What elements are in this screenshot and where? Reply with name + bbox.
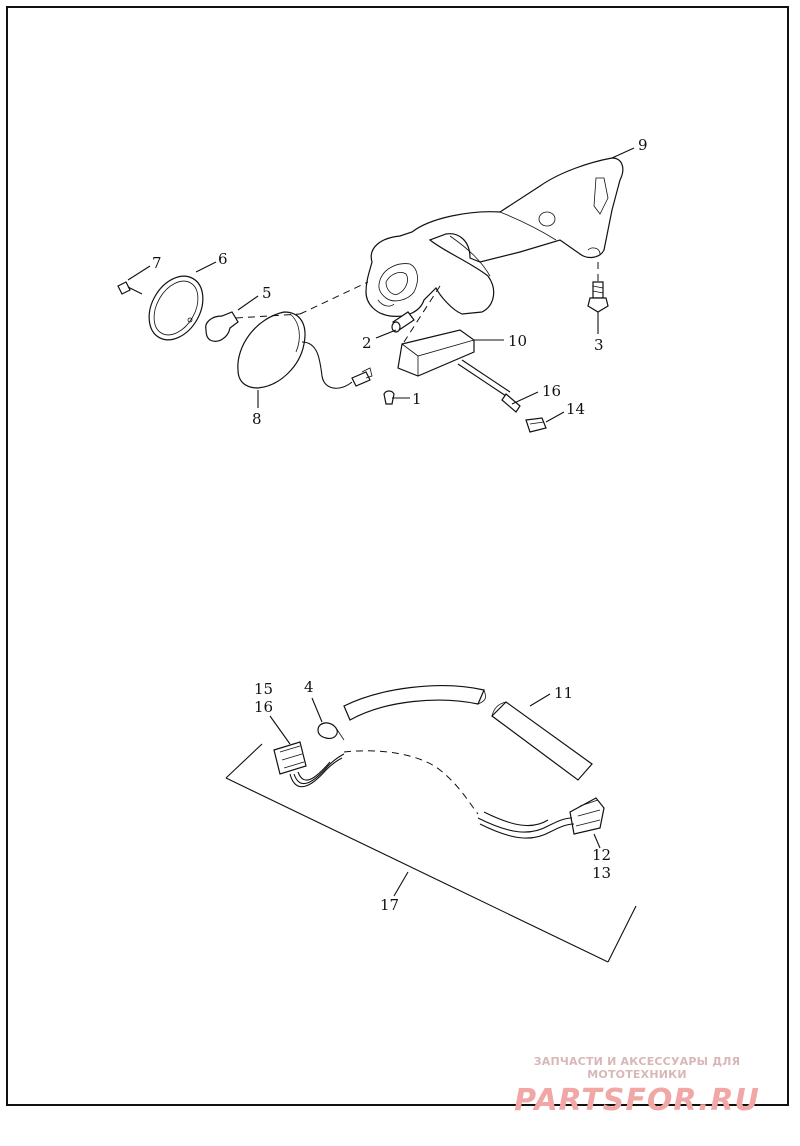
callout-1: 1 [412,390,422,408]
module-part-10 [397,329,521,413]
connector-part-12-13 [477,797,605,839]
callout-10: 10 [508,332,527,350]
callout-16-upper: 16 [542,382,561,400]
callout-labels: 9 7 6 5 2 3 10 16 14 1 8 15 16 4 11 12 1… [152,136,648,914]
callout-6: 6 [218,250,228,268]
callout-12: 12 [592,846,611,864]
callout-16-lower: 16 [254,698,273,716]
conduit-part-11 [343,685,593,781]
page-border [6,6,789,1106]
callout-2: 2 [362,334,372,352]
callout-17: 17 [380,896,399,914]
callout-14: 14 [566,400,585,418]
harness-dashed-route [343,750,479,815]
watermark: ЗАПЧАСТИ И АКСЕССУАРЫ ДЛЯ МОТОТЕХНИКИ PA… [487,1055,787,1118]
screw-part-7 [117,281,143,295]
screw-part-1 [383,390,395,405]
callout-11: 11 [554,684,573,702]
bulb-part-5 [205,311,239,342]
callout-15: 15 [254,680,273,698]
leader-lines-upper [127,147,635,423]
connector-part-15-16 [273,741,345,788]
screw-part-2 [391,311,415,333]
callout-8: 8 [252,410,262,428]
harness-bracket-part-17 [225,743,637,963]
lamp-housing-part-8 [237,311,373,389]
callout-9: 9 [638,136,648,154]
leader-lines-lower [269,693,601,897]
callout-5: 5 [262,284,272,302]
watermark-caption: ЗАПЧАСТИ И АКСЕССУАРЫ ДЛЯ МОТОТЕХНИКИ [533,1055,741,1081]
callout-4: 4 [304,678,314,696]
bracket-part-9 [365,157,624,317]
assembly-lines-upper [235,262,599,343]
lens-ring-part-6 [148,275,204,341]
bolt-part-3 [587,281,609,313]
clip-part-4 [317,722,345,741]
callout-7: 7 [152,254,162,272]
connector-part-14 [525,417,547,433]
watermark-logo: PARTSFOR.RU [514,1083,760,1118]
callout-3: 3 [594,336,604,354]
callout-13: 13 [592,864,611,882]
